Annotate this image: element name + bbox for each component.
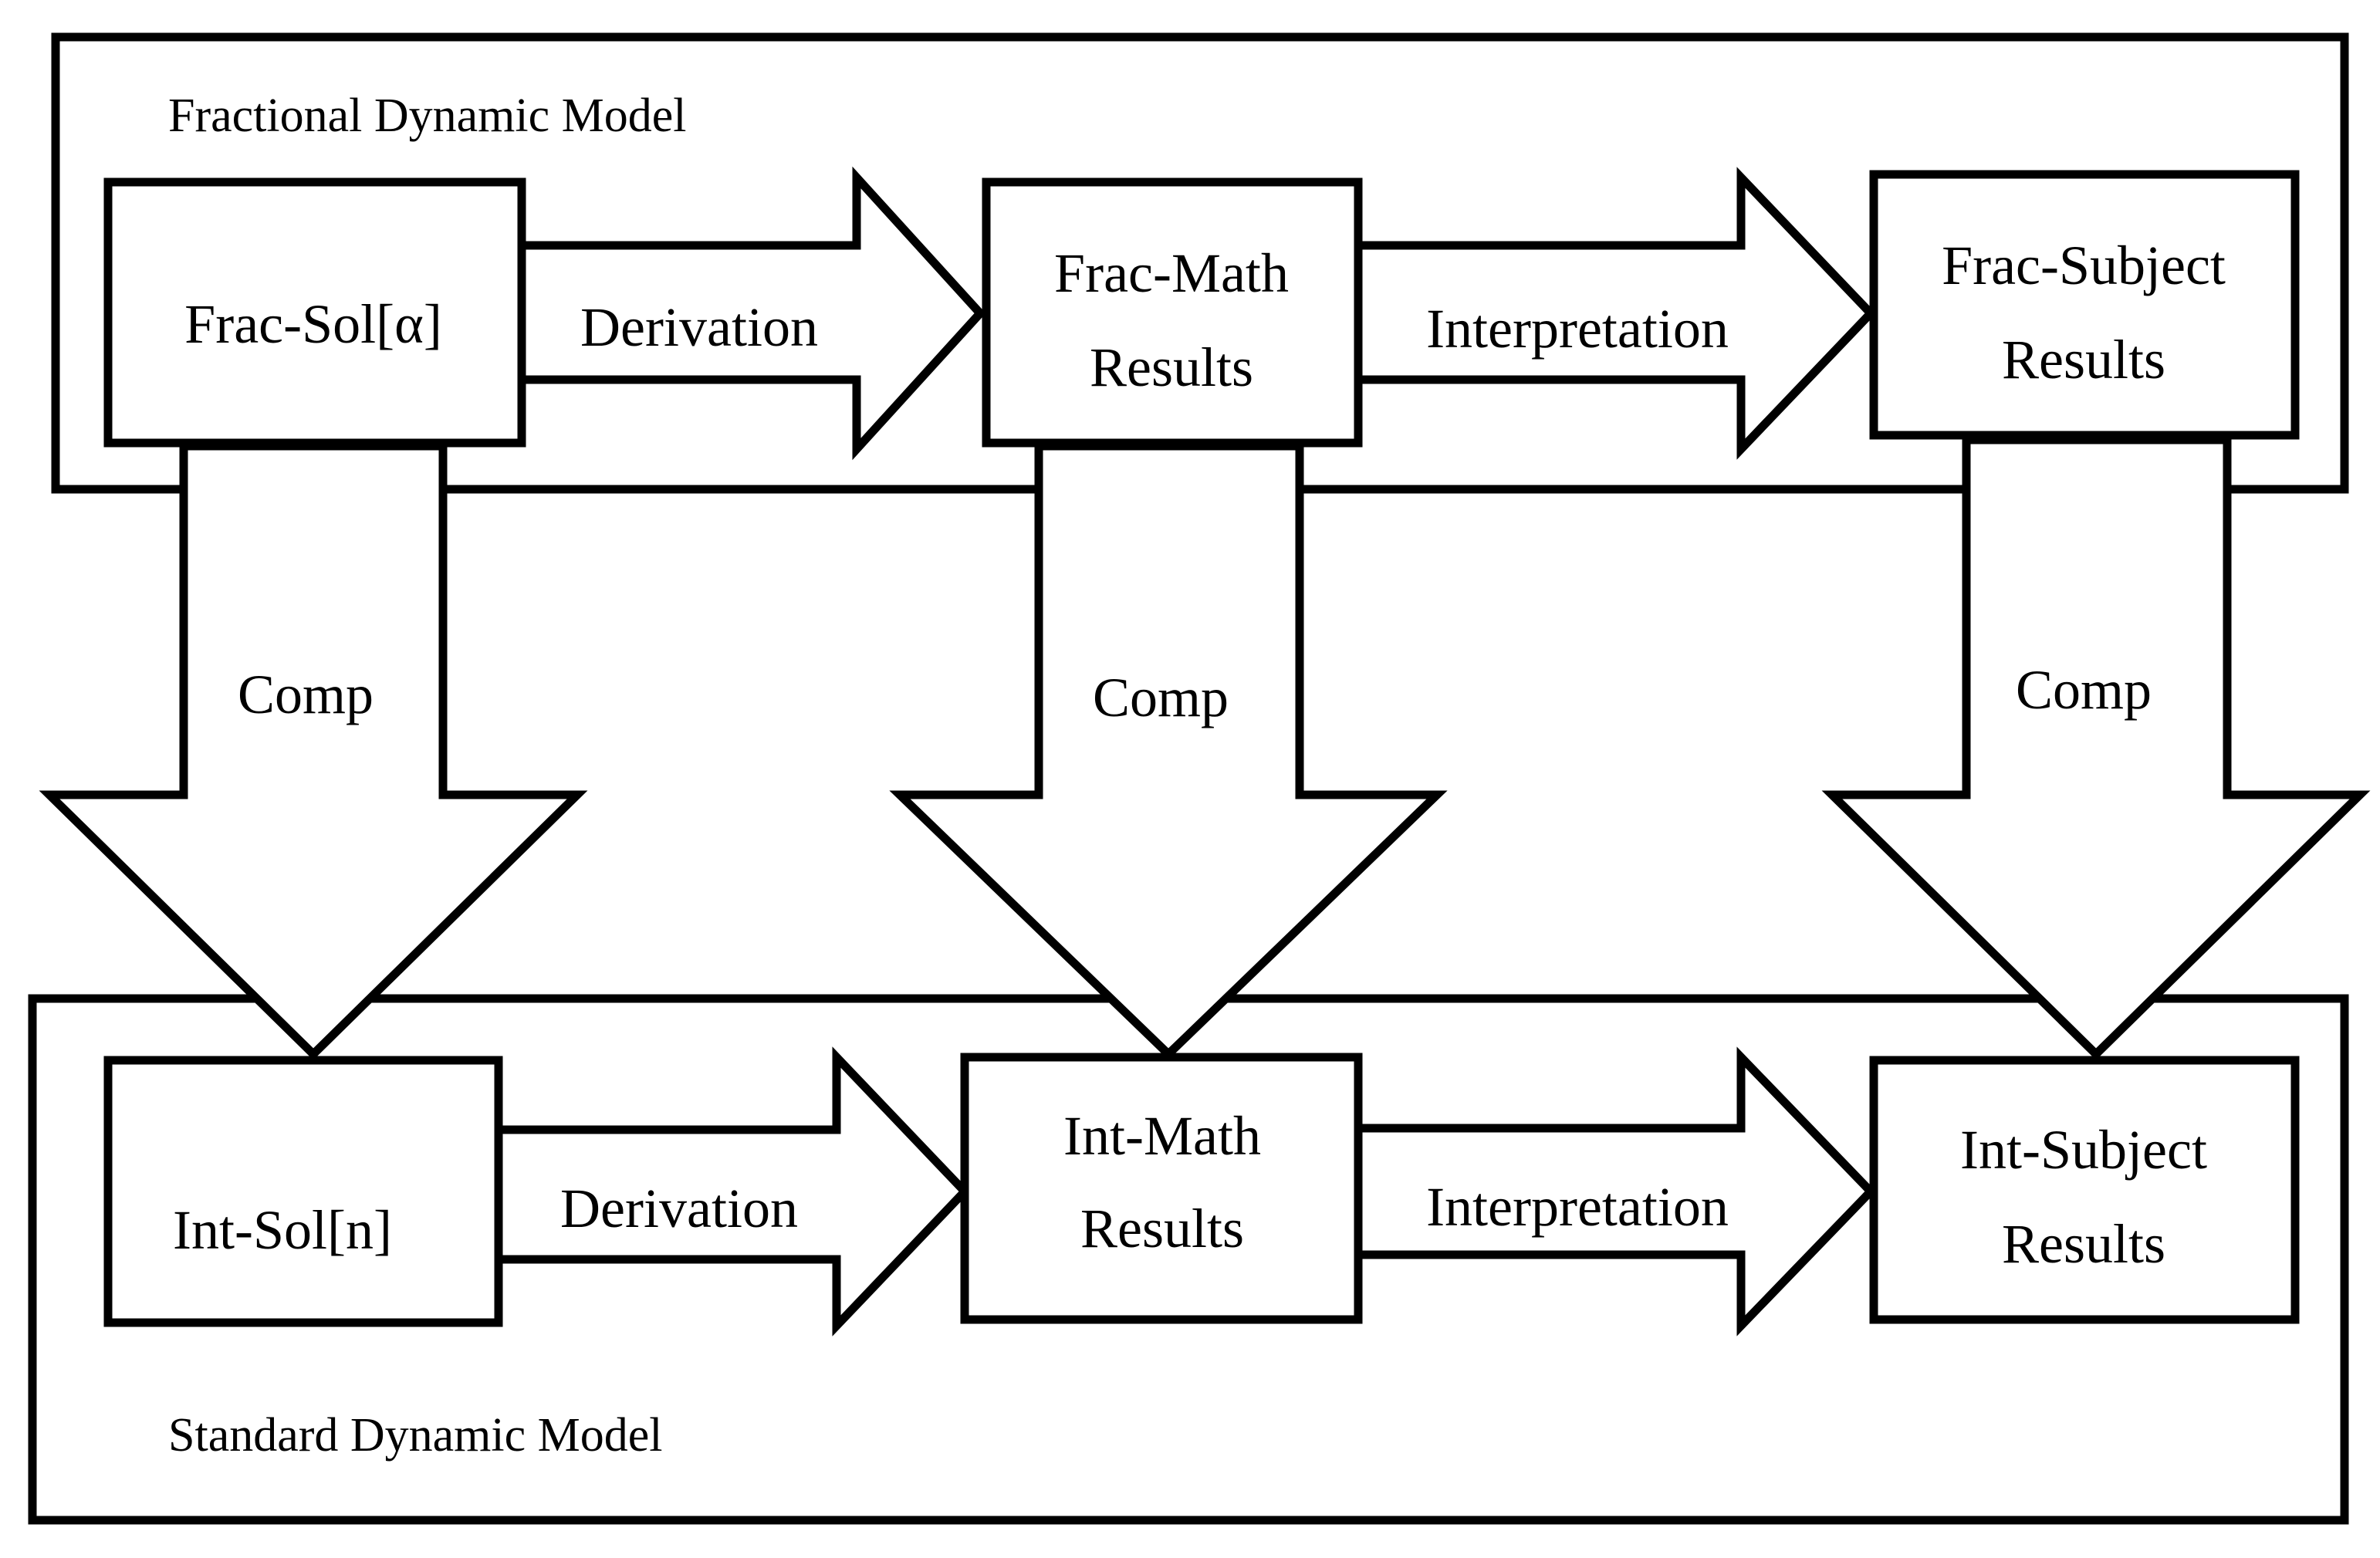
interpretation-arrow-top — [1354, 167, 1877, 460]
interpretation-label-top: Interpretation — [1426, 298, 1729, 360]
int-subject-label-line1: Int-Subject — [1960, 1119, 2207, 1181]
derivation-label-top: Derivation — [580, 296, 818, 358]
frac-sol-label: Frac-Sol[α] — [184, 293, 442, 355]
derivation-arrow-top — [516, 166, 986, 461]
interpretation-arrow-bottom — [1354, 1046, 1877, 1337]
int-math-label-line1: Int-Math — [1063, 1105, 1261, 1167]
int-subject-label-line2: Results — [2002, 1213, 2165, 1275]
int-math-label-line2: Results — [1080, 1198, 1244, 1259]
int-math-box — [960, 1053, 1363, 1324]
standard-model-label: Standard Dynamic Model — [168, 1409, 663, 1462]
comp-label-middle: Comp — [1093, 667, 1229, 728]
frac-subject-label-line1: Frac-Subject — [1942, 235, 2226, 296]
derivation-arrow-bottom — [494, 1046, 971, 1337]
frac-math-label-line2: Results — [1090, 336, 1253, 398]
comp-arrow-middle — [889, 441, 1448, 1060]
comp-label-left: Comp — [238, 664, 374, 725]
fractional-model-label: Fractional Dynamic Model — [168, 90, 687, 142]
frac-math-label-line1: Frac-Math — [1054, 242, 1289, 304]
int-subject-box — [1869, 1056, 2300, 1324]
frac-subject-label-line2: Results — [2002, 329, 2165, 390]
comp-label-right: Comp — [2016, 659, 2152, 721]
frac-sol-box — [103, 177, 526, 448]
derivation-label-bottom: Derivation — [560, 1178, 798, 1239]
interpretation-label-bottom: Interpretation — [1426, 1176, 1729, 1238]
comp-arrow-left — [39, 441, 588, 1060]
comp-arrow-right — [1821, 435, 2371, 1060]
frac-subject-box — [1869, 170, 2300, 440]
int-sol-label: Int-Sol[n] — [173, 1199, 392, 1261]
int-sol-box — [103, 1056, 503, 1327]
frac-math-box — [982, 177, 1363, 448]
